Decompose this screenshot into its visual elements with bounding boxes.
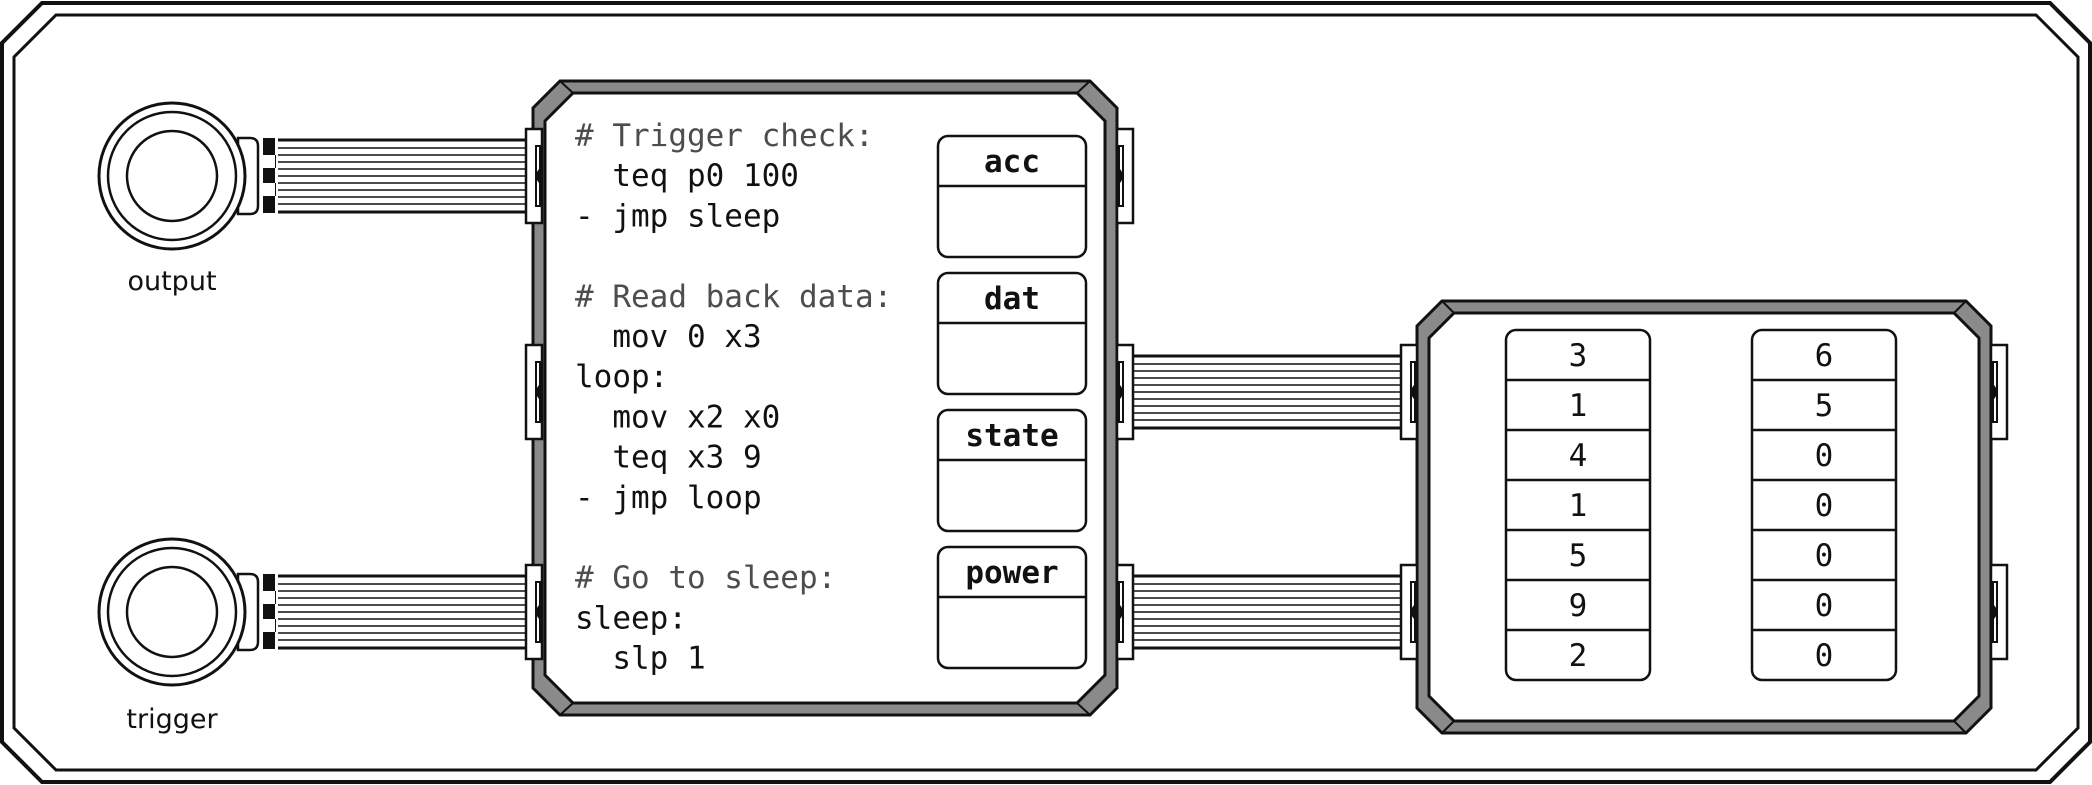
- connector-controller-left-middle: [524, 343, 544, 441]
- code-line[interactable]: sleep:: [575, 600, 687, 636]
- register-name: state: [965, 418, 1058, 454]
- connector-memory-left-lower: [1399, 563, 1419, 661]
- register-name: dat: [984, 281, 1040, 317]
- connector-controller-right-bottom: [1115, 563, 1135, 661]
- connector-memory-right-lower: [1989, 563, 2009, 661]
- memory-cell: 6: [1815, 338, 1834, 374]
- memory-cell: 0: [1815, 638, 1834, 674]
- memory-cell: 0: [1815, 488, 1834, 524]
- register-power: power: [936, 545, 1088, 670]
- register-panel: acc dat state power: [936, 134, 1088, 670]
- memory-cell: 9: [1569, 588, 1588, 624]
- code-listing[interactable]: # Trigger check: teq p0 100 - jmp sleep # …: [575, 118, 892, 677]
- connector-memory-left-upper: [1399, 343, 1419, 441]
- connector-controller-right-middle: [1115, 343, 1135, 441]
- memory-cell: 1: [1569, 388, 1588, 424]
- memory-cell: 5: [1815, 388, 1834, 424]
- trigger-port[interactable]: trigger: [97, 537, 276, 735]
- memory-cell: 0: [1815, 538, 1834, 574]
- memory-cell: 2: [1569, 638, 1588, 674]
- code-line[interactable]: # Read back data:: [575, 279, 892, 315]
- wires: [278, 138, 1414, 650]
- connector-memory-right-upper: [1989, 343, 2009, 441]
- memory-cell: 5: [1569, 538, 1588, 574]
- memory-column-2: 6 5 0 0 0 0 0: [1750, 328, 1898, 682]
- memory-cell: 3: [1569, 338, 1588, 374]
- code-line[interactable]: loop:: [575, 359, 668, 395]
- connector-controller-right-top: [1115, 127, 1135, 225]
- trigger-label: trigger: [126, 704, 218, 735]
- connector-controller-left-bottom: [524, 563, 544, 661]
- chip-connectors: [524, 127, 2009, 661]
- output-port[interactable]: output: [97, 101, 276, 297]
- memory-column-1: 3 1 4 1 5 9 2: [1504, 328, 1652, 682]
- connector-controller-left-top: [524, 127, 544, 225]
- code-line[interactable]: teq x3 9: [575, 440, 762, 476]
- button-icon: [97, 537, 276, 687]
- button-icon: [97, 101, 276, 251]
- code-line[interactable]: mov x2 x0: [575, 399, 780, 435]
- memory-cell: 4: [1569, 438, 1588, 474]
- wire-output-to-controller: [278, 138, 530, 214]
- register-state: state: [936, 408, 1088, 533]
- microcontroller: # Trigger check: teq p0 100 - jmp sleep # …: [531, 79, 1119, 717]
- wire-controller-to-memory-lower: [1120, 574, 1414, 650]
- register-name: power: [965, 555, 1058, 591]
- memory-cell: 0: [1815, 438, 1834, 474]
- wire-trigger-to-controller: [278, 574, 530, 650]
- code-line[interactable]: teq p0 100: [575, 158, 799, 194]
- code-line[interactable]: - jmp sleep: [575, 198, 780, 234]
- memory-chip: 3 1 4 1 5 9 2 6 5 0 0 0 0 0: [1415, 299, 1993, 735]
- wire-controller-to-memory-upper: [1120, 354, 1414, 430]
- register-name: acc: [984, 144, 1040, 180]
- memory-cell: 1: [1569, 488, 1588, 524]
- code-line[interactable]: slp 1: [575, 641, 706, 677]
- memory-cells: 3 1 4 1 5 9 2 6 5 0 0 0 0 0: [1504, 328, 1898, 682]
- memory-cell: 0: [1815, 588, 1834, 624]
- register-acc: acc: [936, 134, 1088, 259]
- code-line[interactable]: - jmp loop: [575, 480, 762, 516]
- code-line[interactable]: mov 0 x3: [575, 319, 762, 355]
- code-line[interactable]: # Trigger check:: [575, 118, 874, 154]
- register-dat: dat: [936, 271, 1088, 396]
- output-label: output: [127, 266, 216, 297]
- code-line[interactable]: # Go to sleep:: [575, 560, 836, 596]
